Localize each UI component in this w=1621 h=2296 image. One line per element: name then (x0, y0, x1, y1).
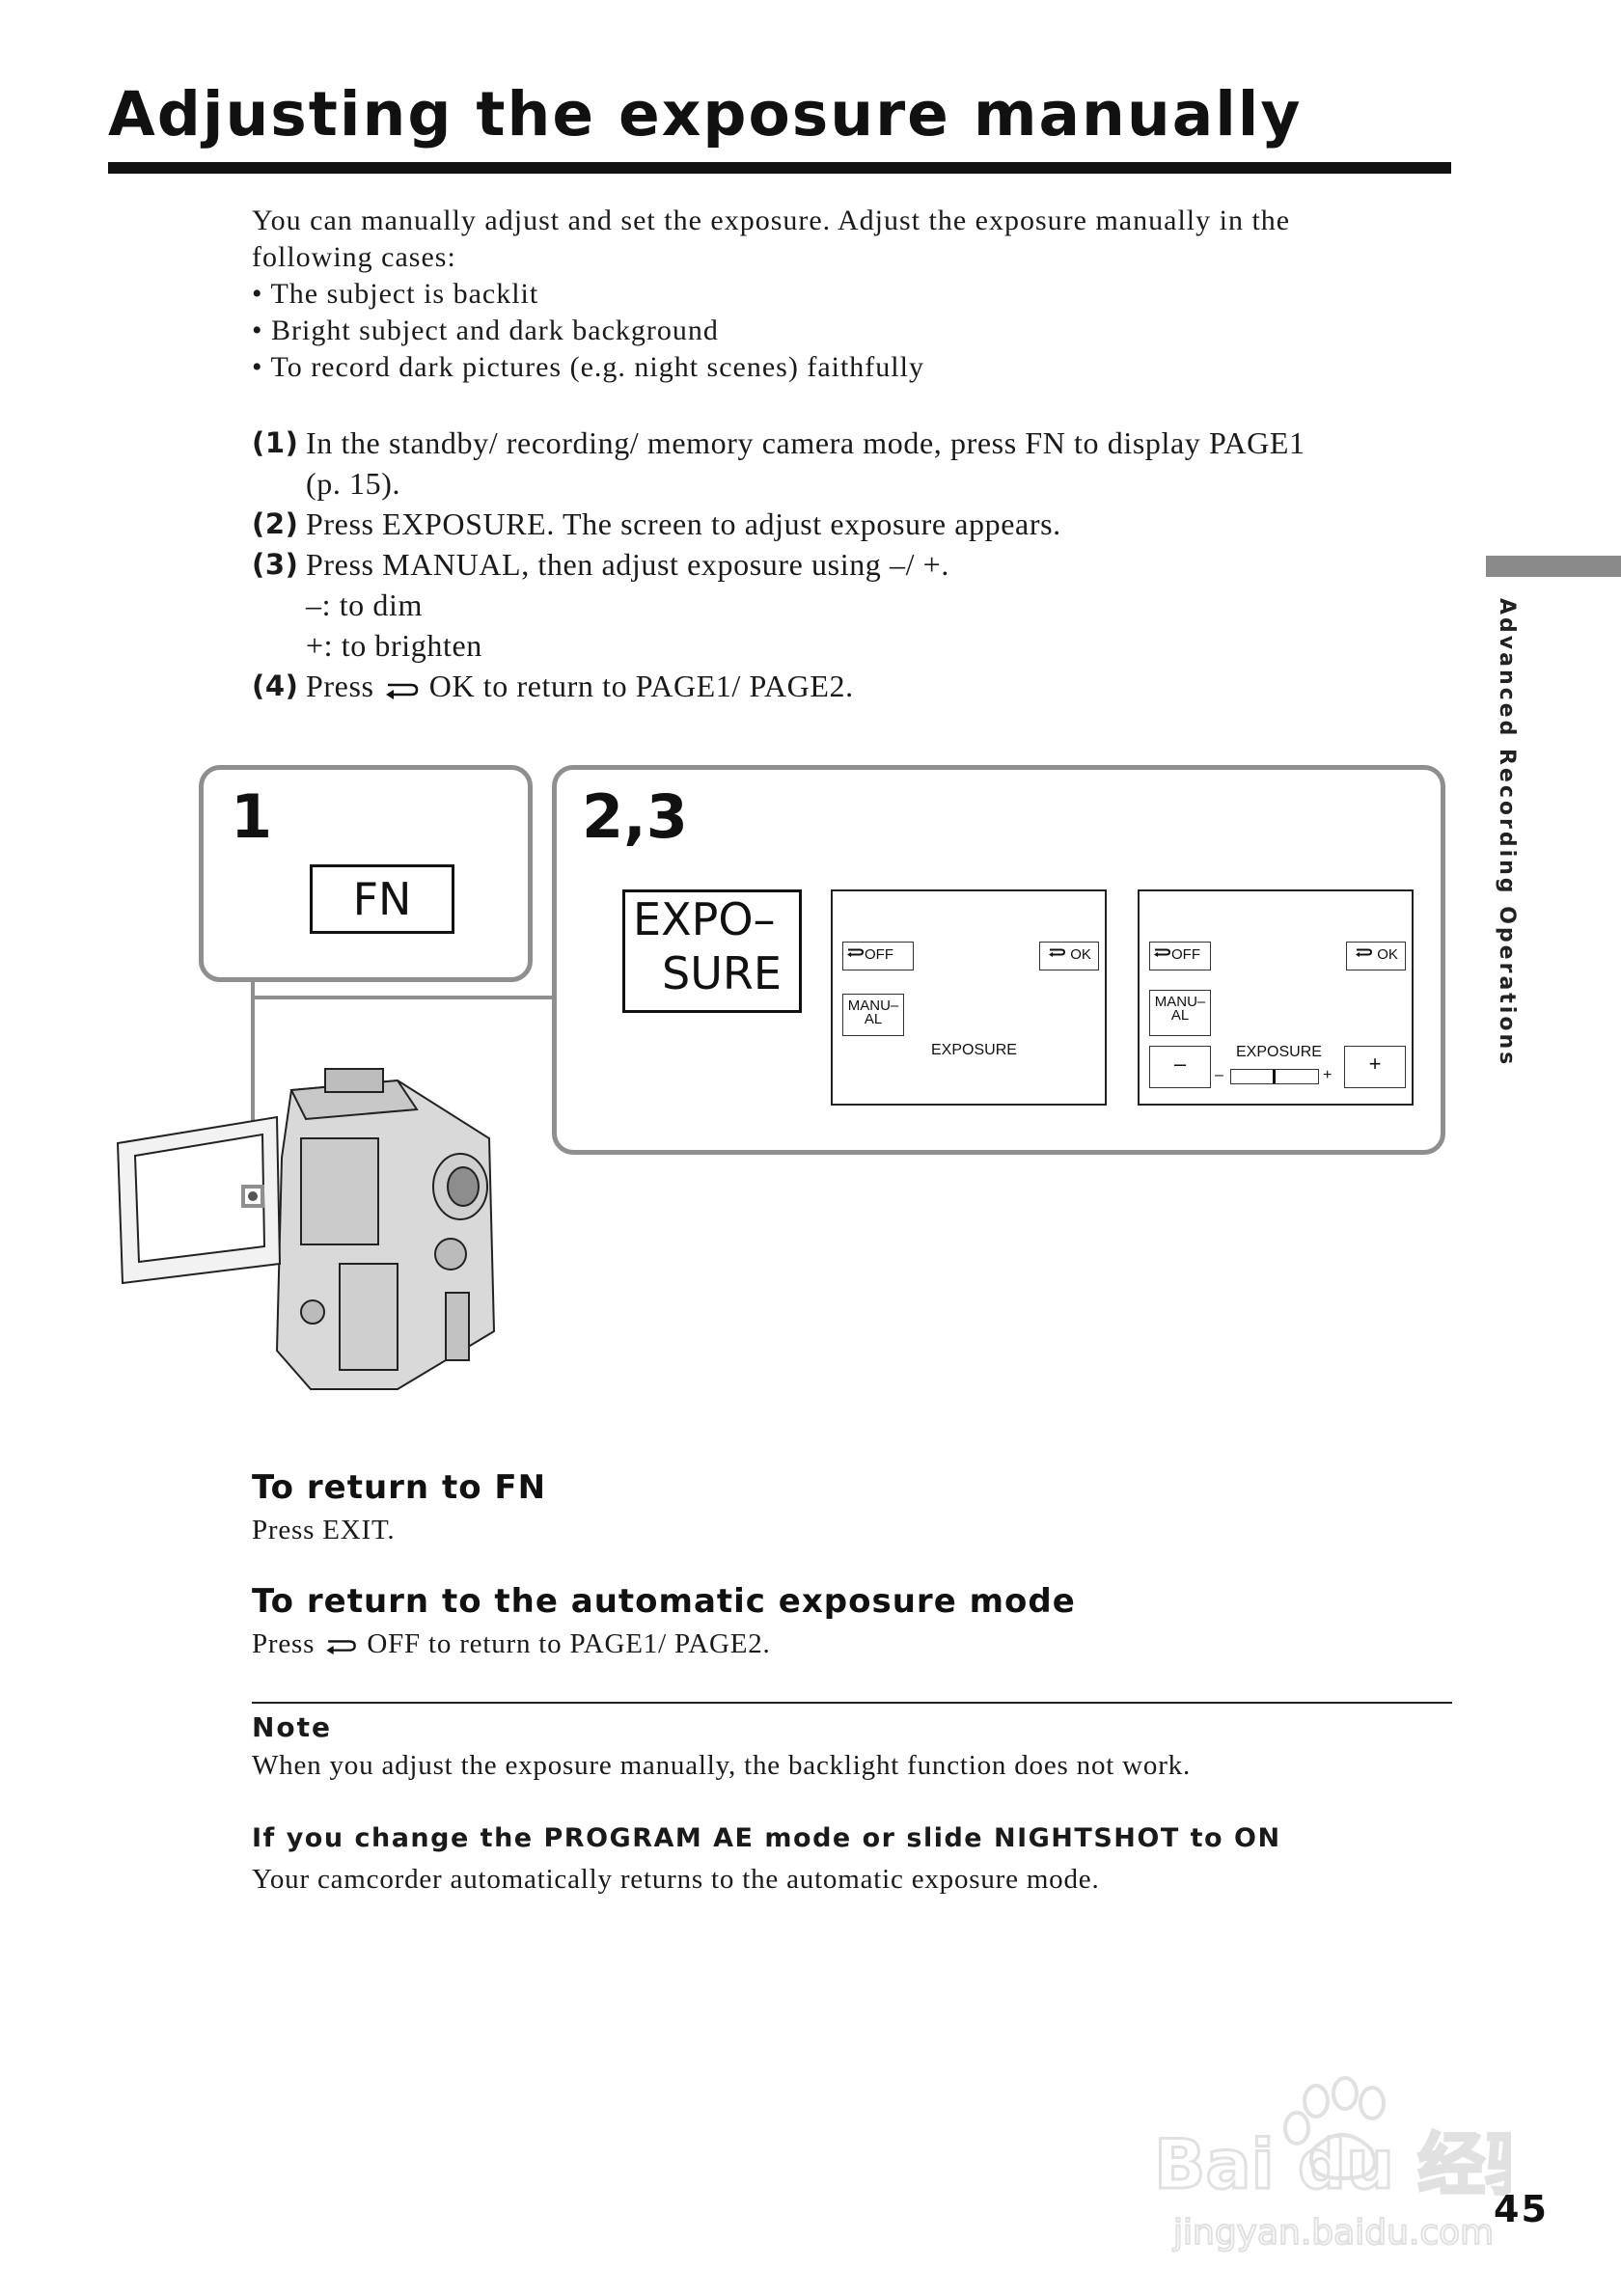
lcd-touch-point (241, 1185, 264, 1208)
off-label: OFF (865, 946, 893, 963)
lcd-screen-exposure: OFF OK MANU– AL EXPOSURE (831, 889, 1107, 1106)
intro-line: You can manually adjust and set the expo… (252, 205, 1291, 236)
ok-label: OK (1377, 946, 1398, 963)
step-text: (p. 15). (306, 466, 401, 501)
note-subheading: If you change the PROGRAM AE mode or sli… (252, 1823, 1281, 1853)
exposure-scale[interactable] (1230, 1069, 1319, 1084)
exposure-button-line: SURE (662, 947, 782, 999)
lcd-screen-manual-exposure: OFF OK MANU– AL – + EXPOSURE – + (1138, 889, 1414, 1106)
return-icon (1154, 948, 1171, 957)
intro-line: following cases: (252, 241, 456, 273)
step-number: (4) (252, 670, 299, 702)
panel-label: 1 (231, 781, 273, 852)
step-text: Press (306, 669, 374, 703)
step-number: (1) (252, 426, 299, 459)
camcorder-illustration (116, 1068, 496, 1390)
panel-label: 2,3 (582, 781, 688, 852)
note-rule (252, 1702, 1452, 1704)
lcd-touch-dot (248, 1191, 258, 1201)
note-text: When you adjust the exposure manually, t… (252, 1750, 1192, 1781)
steps-list: (1) In the standby/ recording/ memory ca… (252, 423, 1458, 706)
exposure-button-line: EXPO– (633, 893, 776, 945)
step-text: In the standby/ recording/ memory camera… (306, 425, 1305, 460)
off-button[interactable]: OFF (842, 942, 914, 970)
off-button[interactable]: OFF (1149, 942, 1211, 970)
step-text: +: to brighten (306, 628, 482, 663)
intro-bullet: • To record dark pictures (e.g. night sc… (252, 351, 924, 383)
intro-bullet: • Bright subject and dark background (252, 314, 719, 346)
ok-button[interactable]: OK (1039, 942, 1099, 970)
exposure-label: EXPOSURE (1236, 1044, 1322, 1060)
step-text: Press EXPOSURE. The screen to adjust exp… (306, 506, 1061, 541)
exposure-label: EXPOSURE (931, 1042, 1017, 1058)
page-title: Adjusting the exposure manually (108, 79, 1303, 150)
exposure-button[interactable]: EXPO– SURE (622, 889, 802, 1013)
intro-bullet: • The subject is backlit (252, 278, 539, 310)
step-text: OK to return to PAGE1/ PAGE2. (428, 669, 854, 703)
step-3: (3) Press MANUAL, then adjust exposure u… (252, 544, 1458, 666)
fn-button[interactable]: FN (310, 864, 454, 934)
manual-label: AL (1170, 1007, 1190, 1024)
section-heading-return-auto: To return to the automatic exposure mode (252, 1582, 1076, 1621)
return-icon (847, 948, 865, 957)
step-text: –: to dim (306, 588, 423, 622)
scale-minus-label: – (1215, 1067, 1223, 1083)
panel-step-1: 1 FN (199, 765, 533, 982)
return-icon (326, 1640, 357, 1655)
ok-label: OK (1070, 946, 1091, 963)
step-1: (1) In the standby/ recording/ memory ca… (252, 423, 1458, 504)
step-4: (4) Press OK to return to PAGE1/ PAGE2. (252, 666, 1458, 706)
manual-label: AL (864, 1011, 883, 1027)
step-text: Press MANUAL, then adjust exposure using… (306, 547, 949, 582)
watermark-brand-art: Bai du 经验 (1154, 2125, 1511, 2204)
intro-text: You can manually adjust and set the expo… (252, 203, 1448, 386)
minus-button[interactable]: – (1149, 1046, 1211, 1088)
title-rule (108, 162, 1451, 174)
panel-step-2-3: 2,3 EXPO– SURE OFF OK MANU– AL EXPOSURE … (552, 765, 1445, 1155)
plus-button[interactable]: + (1344, 1046, 1406, 1088)
manual-button[interactable]: MANU– AL (842, 994, 904, 1036)
exposure-indicator (1273, 1070, 1276, 1083)
section-tab (1486, 556, 1621, 577)
return-icon (386, 683, 419, 699)
return-auto-pre: Press (252, 1628, 316, 1659)
return-icon (1049, 948, 1066, 957)
return-auto-text: Press OFF to return to PAGE1/ PAGE2. (252, 1628, 771, 1660)
step-number: (2) (252, 507, 299, 540)
off-label: OFF (1171, 946, 1200, 963)
step-2: (2) Press EXPOSURE. The screen to adjust… (252, 504, 1458, 544)
manual-button-selected[interactable]: MANU– AL (1149, 990, 1211, 1036)
watermark-logo: Bai du 经验 jingyan.baidu.com (1144, 2072, 1554, 2255)
watermark-url-art: jingyan.baidu.com (1172, 2213, 1494, 2253)
note-heading: Note (252, 1711, 333, 1743)
scale-plus-label: + (1323, 1067, 1333, 1083)
ok-button[interactable]: OK (1346, 942, 1406, 970)
step-number: (3) (252, 548, 299, 581)
manual-label: MANU– (847, 998, 899, 1014)
return-auto-post: OFF to return to PAGE1/ PAGE2. (367, 1628, 771, 1659)
return-icon (1356, 948, 1373, 957)
paw-icon: Bai du 经验 jingyan.baidu.com (1153, 2076, 1554, 2254)
return-fn-text: Press EXIT. (252, 1515, 396, 1545)
manual-label: MANU– (1154, 994, 1206, 1010)
page-number: 45 (1494, 2188, 1549, 2230)
section-heading-return-fn: To return to FN (252, 1468, 547, 1507)
note-subtext: Your camcorder automatically returns to … (252, 1864, 1100, 1895)
